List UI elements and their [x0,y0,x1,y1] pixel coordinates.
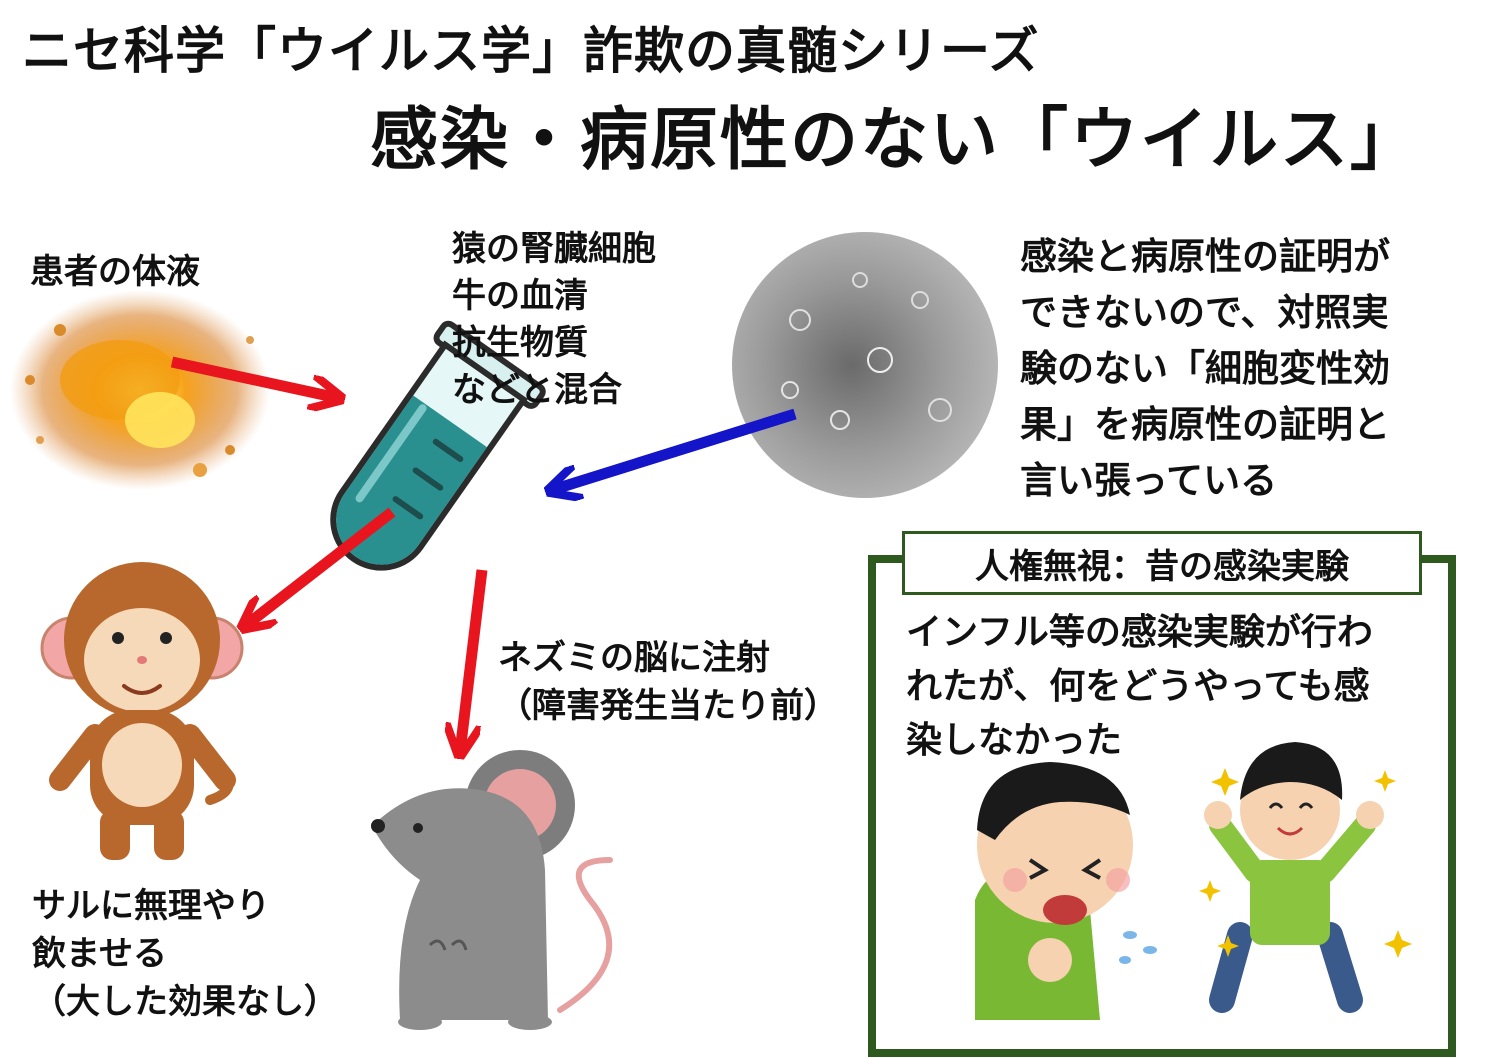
monkey-caption-line: サルに無理やり [32,886,270,926]
box-text-line: インフル等の感染実験が行わ [906,611,1373,653]
patient-fluid-label: 患者の体液 [30,252,200,292]
explanation-line: できないので、対照実 [1020,290,1389,334]
monkey-caption-line: （大した効果なし） [32,982,338,1022]
explanation-line: 験のない「細胞変性効 [1020,346,1390,390]
monkey-caption: サルに無理やり 飲ませる （大した効果なし） [32,882,338,1026]
box-text-line: 染しなかった [906,719,1123,761]
box-text: インフル等の感染実験が行わ れたが、何をどうやっても感 染しなかった [906,605,1373,767]
explanation-text: 感染と病原性の証明が できないので、対照実 験のない「細胞変性効 果」を病原性の… [1020,228,1390,508]
explanation-line: 言い張っている [1020,458,1278,502]
arrow-cells-to-tube [552,408,797,490]
box-title: 人権無視：昔の感染実験 [975,546,1349,587]
splash-icon [10,290,270,490]
healthy-man-icon [1199,742,1412,1013]
mix-item: 猿の腎臓細胞 [452,229,656,269]
arrow-fluid-to-tube [170,356,338,398]
arrow-tube-to-mouse [460,569,488,752]
cell-culture-icon [732,232,998,498]
box-text-line: れたが、何をどうやっても感 [906,665,1370,707]
mix-item: 牛の血清 [452,276,588,316]
mouse-icon [371,750,613,1030]
main-title: 感染・病原性のない「ウイルス」 [370,100,1421,180]
explanation-line: 果」を病原性の証明と [1020,402,1390,446]
monkey-icon [40,562,244,860]
mix-item: 抗生物質 [452,323,588,363]
infection-experiment-box [868,555,1456,1057]
box-title-frame: 人権無視：昔の感染実験 [902,531,1422,595]
mouse-caption: ネズミの脳に注射 （障害発生当たり前） [498,634,838,730]
mouse-caption-line: ネズミの脳に注射 [498,638,770,678]
arrow-tube-to-monkey [245,507,396,626]
mix-item: などと混合 [452,370,622,410]
explanation-line: 感染と病原性の証明が [1020,234,1390,278]
mouse-caption-line: （障害発生当たり前） [498,686,838,726]
sick-man-icon [975,762,1157,1020]
mix-ingredients-list: 猿の腎臓細胞 牛の血清 抗生物質 などと混合 [452,226,656,414]
series-title: ニセ科学「ウイルス学」詐欺の真髄シリーズ [22,21,1040,80]
monkey-caption-line: 飲ませる [32,934,167,974]
